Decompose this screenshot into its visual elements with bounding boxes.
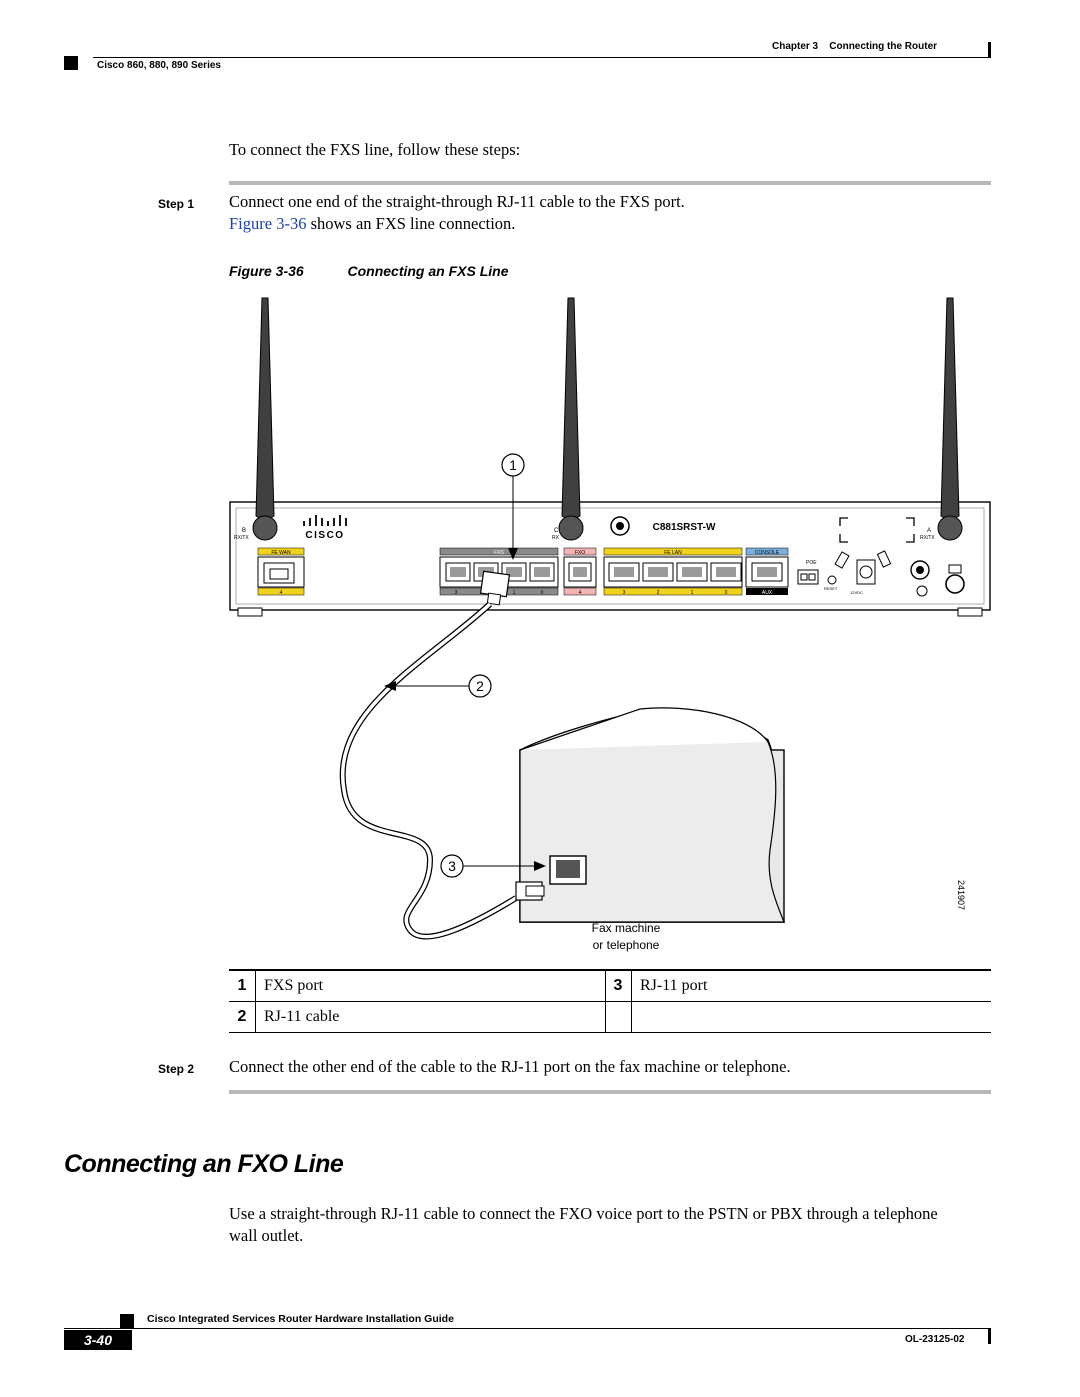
figure-title: Connecting an FXS Line xyxy=(347,263,509,279)
antenna-a-rxtx: RX/TX xyxy=(920,535,935,541)
svg-text:POE: POE xyxy=(806,560,817,566)
led-brackets xyxy=(839,517,915,543)
svg-text:3: 3 xyxy=(448,858,456,874)
poe-reset-power: POE RESET 12VDC xyxy=(797,550,965,597)
step2-text: Connect the other end of the cable to th… xyxy=(229,1057,791,1076)
step1-label: Step 1 xyxy=(158,197,195,211)
step1-suffix: shows an FXS line connection. xyxy=(306,214,516,233)
footer-block-marker xyxy=(120,1314,134,1328)
header-block-marker xyxy=(64,56,78,70)
rj11-plug-fax xyxy=(515,881,545,901)
antenna-c-label: C xyxy=(554,528,559,534)
fxo-port: FXO 4 xyxy=(563,547,597,596)
legend-text: FXS port xyxy=(255,969,606,1002)
fe-lan-ports: FE LAN 3 2 1 0 xyxy=(603,547,743,596)
section-body: Use a straight-through RJ-11 cable to co… xyxy=(229,1204,938,1245)
svg-text:2: 2 xyxy=(657,590,660,596)
mount-screw-icon xyxy=(610,516,630,536)
legend-num: 1 xyxy=(229,969,256,1002)
fax-label-line2: or telephone xyxy=(593,938,660,952)
svg-text:FXO: FXO xyxy=(575,550,585,556)
callout-legend-table: 1 FXS port 3 RJ-11 port 2 RJ-11 cable xyxy=(229,969,991,1033)
svg-text:4: 4 xyxy=(579,590,582,596)
table-row: 1 FXS port 3 RJ-11 port xyxy=(229,969,991,1002)
antenna-center xyxy=(558,297,584,541)
step1-text: Connect one end of the straight-through … xyxy=(229,191,989,235)
svg-text:3: 3 xyxy=(623,590,626,596)
fxs-connection-illustration: CISCO B RX/TX C RX A RX/TX C881SRST-W FE… xyxy=(229,297,991,952)
header-right-tick xyxy=(988,42,991,58)
steps-bottom-rule xyxy=(229,1090,991,1094)
antenna-right xyxy=(937,297,963,541)
legend-num: 3 xyxy=(605,969,632,1002)
svg-text:RESET: RESET xyxy=(824,586,838,591)
svg-text:FE LAN: FE LAN xyxy=(664,550,682,556)
figure-link[interactable]: Figure 3-36 xyxy=(229,214,307,233)
callout-1: 1 xyxy=(501,453,525,560)
router-model: C881SRST-W xyxy=(653,522,716,533)
doc-number: OL-23125-02 xyxy=(905,1334,965,1345)
svg-text:3: 3 xyxy=(455,590,458,596)
antenna-a-label: A xyxy=(927,528,931,534)
header-series: Cisco 860, 880, 890 Series xyxy=(97,60,221,71)
svg-text:1: 1 xyxy=(691,590,694,596)
svg-text:12VDC: 12VDC xyxy=(850,590,863,595)
header-chapter: Chapter 3 Connecting the Router xyxy=(772,41,938,52)
cisco-logo-text: CISCO xyxy=(305,530,344,541)
step2-label: Step 2 xyxy=(158,1062,195,1076)
figure-number: Figure 3-36 xyxy=(229,263,304,279)
svg-text:CONSOLE: CONSOLE xyxy=(755,550,780,556)
svg-text:FE WAN: FE WAN xyxy=(271,550,291,556)
fax-label-line1: Fax machine xyxy=(592,921,661,935)
svg-text:0: 0 xyxy=(725,590,728,596)
svg-text:FXS: FXS xyxy=(494,550,504,556)
antenna-b-label: B xyxy=(242,528,246,534)
antenna-b-rxtx: RX/TX xyxy=(234,535,249,541)
footer-guide-title: Cisco Integrated Services Router Hardwar… xyxy=(147,1313,454,1325)
step1-instruction: Connect one end of the straight-through … xyxy=(229,192,685,211)
page-number: 3-40 xyxy=(64,1330,132,1350)
rj11-jack-fax xyxy=(549,855,587,885)
svg-text:1: 1 xyxy=(509,457,517,473)
callout-2: 2 xyxy=(384,674,492,698)
figure-caption: Figure 3-36 Connecting an FXS Line xyxy=(229,263,509,279)
figure-image-id: 241907 xyxy=(956,880,966,910)
antenna-left xyxy=(252,297,278,541)
steps-top-rule xyxy=(229,181,991,185)
cisco-logo: CISCO xyxy=(303,515,347,541)
legend-text xyxy=(631,1001,991,1033)
section-heading: Connecting an FXO Line xyxy=(64,1150,344,1178)
svg-text:4: 4 xyxy=(280,590,283,596)
legend-text: RJ-11 port xyxy=(631,969,991,1002)
svg-text:2: 2 xyxy=(476,678,484,694)
fe-wan-port: FE WAN 4 xyxy=(257,547,305,596)
legend-num xyxy=(605,1001,632,1033)
fax-machine xyxy=(519,707,785,923)
antenna-c-rx: RX xyxy=(552,535,560,541)
intro-text: To connect the FXS line, follow these st… xyxy=(229,140,521,159)
svg-text:AUX: AUX xyxy=(762,590,773,596)
header-rule xyxy=(93,57,990,58)
footer-rule xyxy=(64,1328,990,1329)
svg-text:0: 0 xyxy=(541,590,544,596)
console-aux-port: CONSOLE AUX xyxy=(745,547,789,596)
footer-right-tick xyxy=(988,1328,991,1344)
rj11-plug-router xyxy=(479,570,511,606)
legend-text: RJ-11 cable xyxy=(255,1001,606,1033)
table-row: 2 RJ-11 cable xyxy=(229,1001,991,1033)
legend-num: 2 xyxy=(229,1001,256,1033)
callout-3: 3 xyxy=(440,854,546,878)
svg-text:1: 1 xyxy=(513,590,516,596)
